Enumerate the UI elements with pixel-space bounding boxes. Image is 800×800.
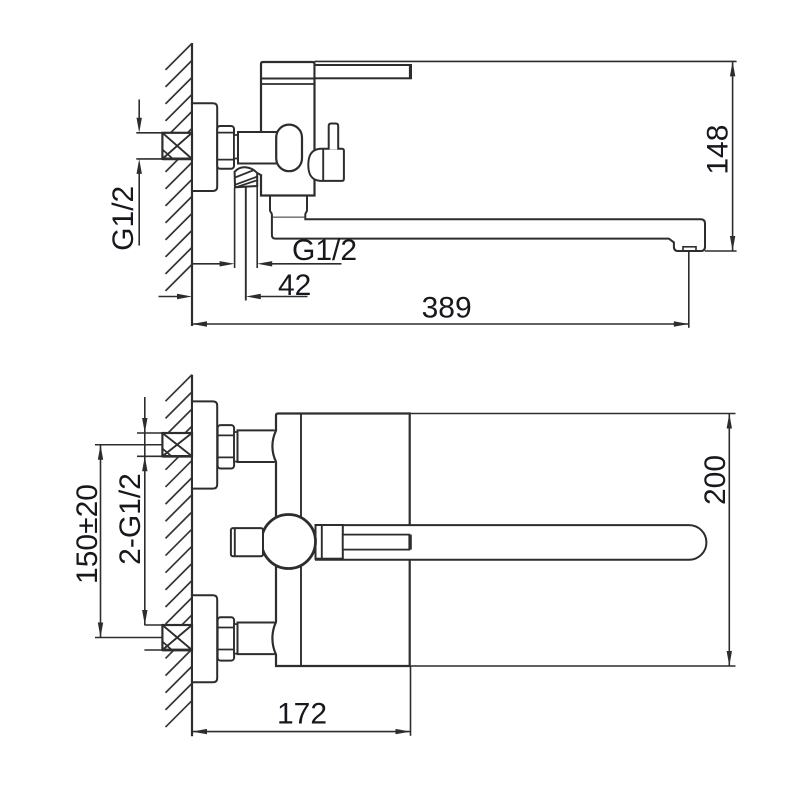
svg-text:G1/2: G1/2 [292,234,357,267]
svg-text:389: 389 [422,292,472,325]
svg-text:G1/2: G1/2 [107,186,140,251]
svg-text:42: 42 [278,269,311,302]
svg-text:172: 172 [277,698,327,731]
svg-text:148: 148 [701,125,734,175]
svg-text:150±20: 150±20 [71,484,104,584]
svg-text:2-G1/2: 2-G1/2 [114,473,147,565]
svg-text:200: 200 [699,455,732,505]
